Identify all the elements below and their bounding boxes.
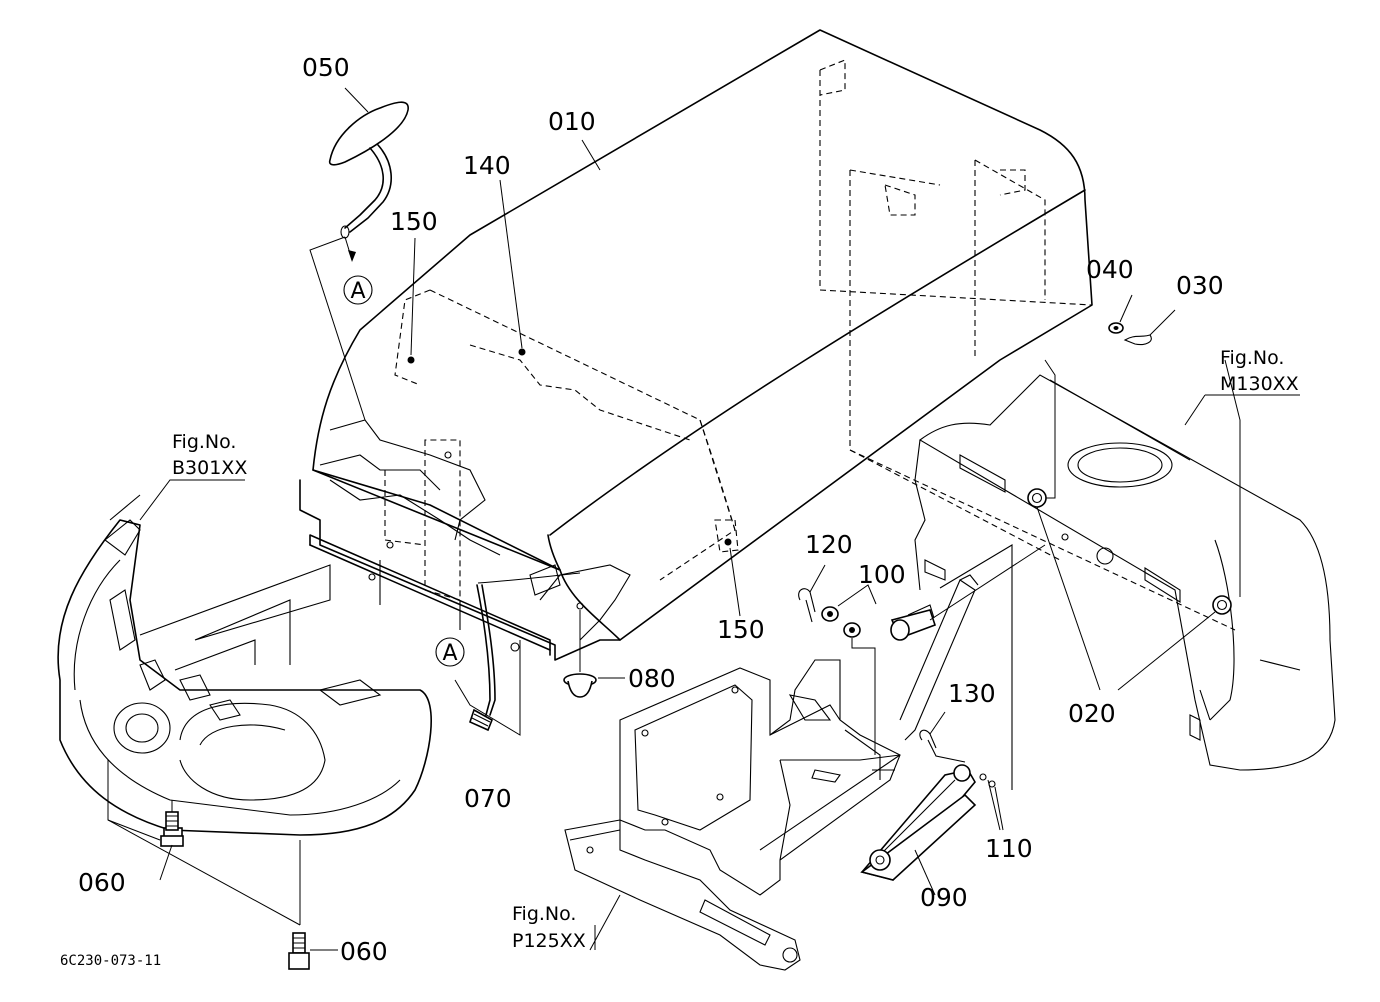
cable-070 xyxy=(454,572,581,736)
callout-120: 120 xyxy=(805,530,853,559)
callout-080: 080 xyxy=(628,664,676,693)
callout-020: 020 xyxy=(1068,699,1116,728)
strut-090 xyxy=(860,764,977,896)
callout-030: 030 xyxy=(1176,271,1224,300)
callout-150-bottom: 150 xyxy=(717,615,765,644)
pin-030 xyxy=(1123,309,1176,346)
callout-060-bottom: 060 xyxy=(340,937,388,966)
hinge-bracket xyxy=(872,544,1046,790)
hood-panel xyxy=(312,29,1093,641)
pin-130 xyxy=(919,711,966,763)
callout-110: 110 xyxy=(985,834,1033,863)
hood-frame xyxy=(299,419,631,661)
frame-p125 xyxy=(564,659,901,971)
drawing-code: 6C230-073-11 xyxy=(60,953,161,969)
marker-a-bottom: A xyxy=(435,637,465,667)
washer-110 xyxy=(979,773,1004,831)
callout-040: 040 xyxy=(1086,255,1134,284)
callout-130: 130 xyxy=(948,679,996,708)
collar-100 xyxy=(821,584,877,755)
headlight-assembly xyxy=(57,494,432,836)
figref-b301-code: B301XX xyxy=(172,457,247,479)
tank-cover xyxy=(849,374,1336,771)
callout-010: 010 xyxy=(548,107,596,136)
mirror-050 xyxy=(309,101,409,421)
bolt-060-left xyxy=(160,811,184,847)
callout-150-top: 150 xyxy=(390,207,438,236)
bolt-060-bottom xyxy=(288,932,310,970)
callout-050: 050 xyxy=(302,53,350,82)
washer-040 xyxy=(1108,294,1133,334)
svg-text:A: A xyxy=(350,279,365,304)
figref-m130-label: Fig.No. xyxy=(1220,347,1284,369)
figref-b301-label: Fig.No. xyxy=(172,431,236,453)
figref-p125-label: Fig.No. xyxy=(512,903,576,925)
leader-060-bottom xyxy=(107,760,301,926)
marker-a-top: A xyxy=(343,275,373,305)
callout-090: 090 xyxy=(920,883,968,912)
pin-120 xyxy=(798,564,826,623)
callout-140: 140 xyxy=(463,151,511,180)
stopper-080 xyxy=(563,610,625,698)
svg-text:A: A xyxy=(442,641,457,666)
callout-100: 100 xyxy=(858,560,906,589)
callout-070: 070 xyxy=(464,784,512,813)
grommet-020 xyxy=(1027,359,1241,691)
figref-p125-code: P125XX xyxy=(512,930,586,952)
callout-060-left: 060 xyxy=(78,868,126,897)
figref-m130-code: M130XX xyxy=(1220,373,1299,395)
leader-lines xyxy=(139,87,1300,950)
